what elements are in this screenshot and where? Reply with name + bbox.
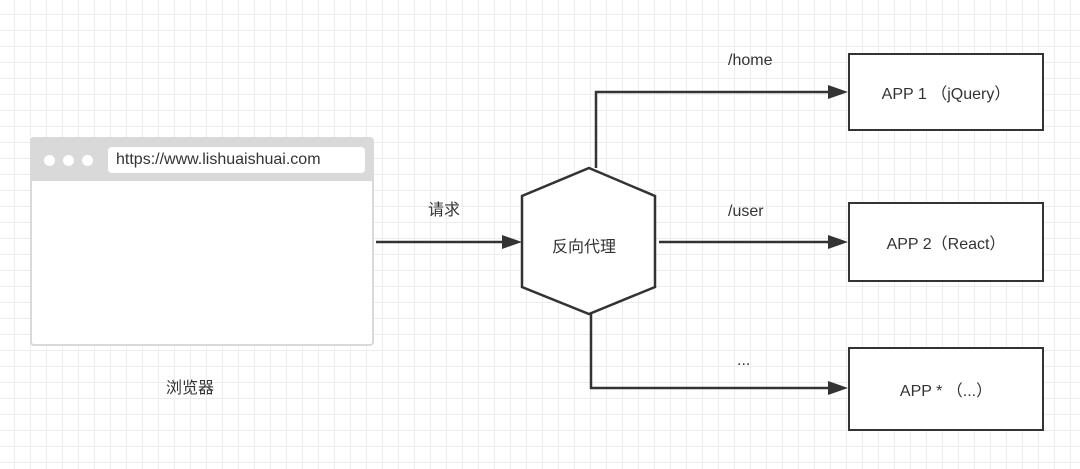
request-label: 请求 <box>428 202 461 219</box>
more-arrow <box>589 314 830 390</box>
more-route-label: ... <box>737 352 751 369</box>
arrowhead-more <box>828 381 848 395</box>
home-arrow <box>594 90 830 168</box>
app-2-label: APP 2（React） <box>886 236 1006 253</box>
window-dot-icon <box>44 155 55 166</box>
app-2-box[interactable]: APP 2（React） <box>848 202 1044 282</box>
arrowhead-home <box>828 85 848 99</box>
user-route-label: /user <box>728 203 764 220</box>
url-bar[interactable]: https://www.lishuaishuai.com <box>108 147 365 173</box>
arrowhead-user <box>828 235 848 249</box>
app-1-box[interactable]: APP 1 （jQuery） <box>848 53 1044 131</box>
window-dot-icon <box>63 155 74 166</box>
app-more-box[interactable]: APP * （...） <box>848 347 1044 431</box>
proxy-label: 反向代理 <box>552 239 617 256</box>
browser-titlebar: https://www.lishuaishuai.com <box>32 139 372 181</box>
app-1-label: APP 1 （jQuery） <box>881 86 1011 103</box>
app-more-label: APP * （...） <box>899 383 993 400</box>
window-dot-icon <box>82 155 93 166</box>
proxy-hexagon[interactable] <box>520 166 657 316</box>
home-route-label: /home <box>728 52 773 69</box>
browser-label: 浏览器 <box>166 380 215 397</box>
arrowhead-request <box>502 235 522 249</box>
browser-window: https://www.lishuaishuai.com <box>30 137 374 346</box>
